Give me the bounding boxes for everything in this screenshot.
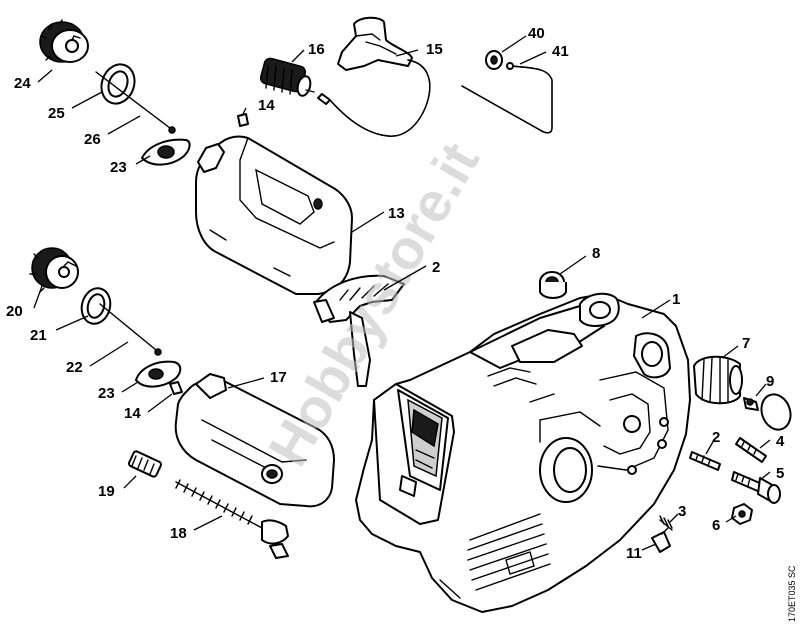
callout-7: 7: [742, 335, 750, 352]
callout-9: 9: [766, 373, 774, 390]
leader-lines: [33, 35, 771, 551]
callout-18: 18: [170, 525, 187, 542]
callout-26: 26: [84, 131, 101, 148]
nut-6: [731, 503, 753, 525]
callout-23-top: 23: [110, 159, 127, 176]
grommet-40: [485, 50, 503, 70]
strap-end-22: [154, 348, 162, 356]
intake-box: [373, 383, 455, 525]
screw-14-lower: [169, 381, 183, 395]
callout-40: 40: [528, 25, 545, 42]
baffle-plate-2: [313, 274, 405, 387]
callout-23-lower: 23: [98, 385, 115, 402]
callout-13: 13: [388, 205, 405, 222]
callout-labels: 24 25 26 23 14 16 15 40 41 13 2 20 21 22…: [6, 25, 785, 562]
cap-holder-23-top: [141, 138, 191, 166]
strap-end-26: [168, 126, 176, 134]
filler-cap-24: [39, 19, 89, 63]
seal-ring-25: [100, 63, 136, 105]
callout-41: 41: [552, 43, 569, 60]
callout-8: 8: [592, 245, 600, 262]
callout-16: 16: [308, 41, 325, 58]
wire-bracket-41: [461, 62, 553, 134]
callout-24: 24: [14, 75, 31, 92]
crankcase-1: [355, 292, 691, 613]
fuel-filter-16: [259, 57, 315, 97]
tank-housing-13: [195, 135, 353, 295]
callout-2-right: 2: [712, 429, 720, 446]
stud-2-right: [689, 451, 721, 471]
callout-11: 11: [626, 545, 642, 562]
callout-20: 20: [6, 303, 23, 320]
plug-11: [651, 527, 671, 553]
callout-14-lower: 14: [124, 405, 141, 422]
bushing-8: [539, 271, 567, 299]
stud-4: [735, 437, 767, 463]
cap-holder-23-lower: [135, 360, 182, 388]
callout-15: 15: [426, 41, 443, 58]
adapter-19: [128, 450, 162, 478]
hose-spring-18: [175, 479, 289, 559]
spring-3: [659, 515, 673, 531]
av-element-7: [693, 355, 743, 405]
callout-19: 19: [98, 483, 115, 500]
callout-17: 17: [270, 369, 287, 386]
callout-3: 3: [678, 503, 686, 520]
callout-1: 1: [672, 291, 680, 308]
seal-ring-21: [80, 287, 112, 325]
callout-4: 4: [776, 433, 785, 450]
retaining-strap-22: [99, 303, 157, 351]
drawing-code: 170ET035 SC: [787, 565, 797, 622]
retaining-strap-26: [95, 71, 171, 129]
callout-21: 21: [30, 327, 47, 344]
stud-5: [731, 471, 781, 504]
callout-25: 25: [48, 105, 65, 122]
callout-6: 6: [712, 517, 720, 534]
tank-housing-17: [174, 373, 335, 508]
filler-cap-20: [29, 247, 79, 293]
callout-2-upper: 2: [432, 259, 440, 276]
callout-5: 5: [776, 465, 784, 482]
fuel-hose-15: [317, 16, 431, 137]
screw-14-top: [237, 113, 249, 127]
callout-14-top: 14: [258, 97, 275, 114]
plug-9: [743, 393, 792, 431]
callout-22: 22: [66, 359, 83, 376]
